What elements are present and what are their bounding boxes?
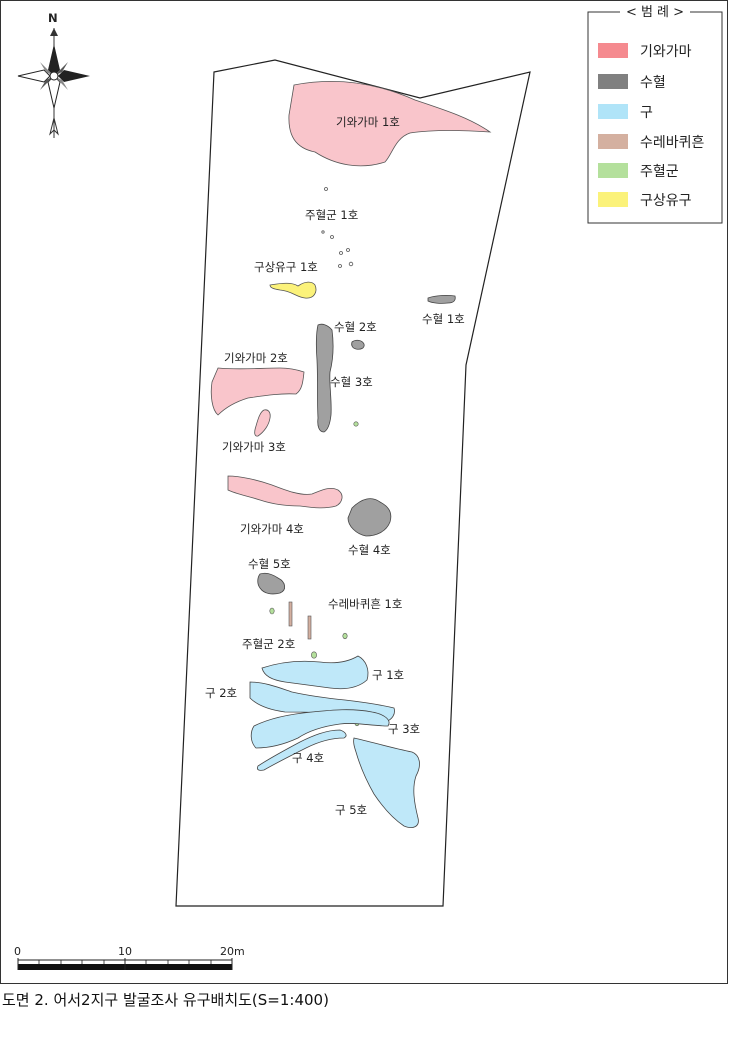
legend-label-ditch: 구 [640, 105, 653, 121]
label-posthole-2: 주혈군 2호 [242, 637, 295, 651]
pit-4-shape [347, 498, 392, 537]
north-arrow-icon: N [17, 11, 90, 138]
wheel-rut-1 [288, 601, 312, 640]
label-pit-5: 수혈 5호 [248, 557, 291, 571]
north-label: N [48, 11, 58, 25]
legend: < 범 례 > 기와가마 수혈 구 수레바퀴흔 주혈군 구상유구 [587, 5, 723, 224]
legend-title: < 범 례 > [626, 5, 684, 20]
excavation-boundary [175, 59, 531, 907]
label-ditch-4: 구 4호 [292, 751, 324, 765]
label-ditch-3: 구 3호 [388, 722, 420, 736]
kiln-2-shape [210, 367, 305, 416]
ditch-5-shape [353, 737, 420, 828]
legend-swatch-posthole [598, 163, 628, 178]
legend-swatch-kiln [598, 43, 628, 58]
label-pit-1: 수혈 1호 [422, 312, 465, 326]
pit-2-shape [351, 339, 365, 350]
legend-label-posthole: 주혈군 [640, 164, 679, 180]
ditch-4-shape [256, 729, 347, 771]
label-kiln-2: 기와가마 2호 [224, 351, 288, 365]
legend-label-pit: 수혈 [640, 75, 666, 91]
pit-1-shape [427, 295, 456, 304]
legend-label-kiln: 기와가마 [640, 44, 692, 60]
legend-swatch-linear [598, 192, 628, 207]
figure-caption: 도면 2. 어서2지구 발굴조사 유구배치도(S=1:400) [2, 991, 329, 1009]
scale-label-0: 0 [14, 945, 21, 958]
scale-label-10: 10 [118, 945, 132, 958]
label-kiln-1: 기와가마 1호 [336, 115, 400, 129]
label-kiln-4: 기와가마 4호 [240, 522, 304, 536]
label-kiln-3: 기와가마 3호 [222, 440, 286, 454]
ditch-3-shape [250, 709, 390, 749]
legend-swatch-pit [598, 74, 628, 89]
map-frame [0, 0, 728, 984]
kiln-1-shape [288, 80, 492, 167]
label-posthole-1: 주혈군 1호 [305, 208, 358, 222]
label-pit-4: 수혈 4호 [348, 543, 391, 557]
legend-swatch-wheel [598, 134, 628, 149]
scale-label-20: 20m [220, 945, 245, 958]
pit-3-shape [315, 323, 334, 433]
label-pit-2: 수혈 2호 [334, 320, 377, 334]
pit-5-shape [257, 572, 286, 595]
ditch-1-shape [261, 655, 369, 690]
kiln-4-shape [227, 475, 343, 509]
label-wheel-1: 수레바퀴흔 1호 [328, 597, 402, 611]
scale-bar: 0 10 20m [14, 945, 245, 970]
linear-feature-1-shape [269, 281, 317, 299]
posthole-group-1 [321, 187, 354, 268]
label-pit-3: 수혈 3호 [330, 375, 373, 389]
legend-label-linear: 구상유구 [640, 193, 692, 209]
label-linear-1: 구상유구 1호 [254, 260, 318, 274]
legend-label-wheel: 수레바퀴흔 [640, 135, 705, 151]
label-ditch-2: 구 2호 [205, 686, 237, 700]
label-ditch-1: 구 1호 [372, 668, 404, 682]
label-ditch-5: 구 5호 [335, 803, 367, 817]
posthole-single-1 [353, 421, 359, 427]
legend-swatch-ditch [598, 104, 628, 119]
kiln-3-shape [254, 409, 271, 437]
